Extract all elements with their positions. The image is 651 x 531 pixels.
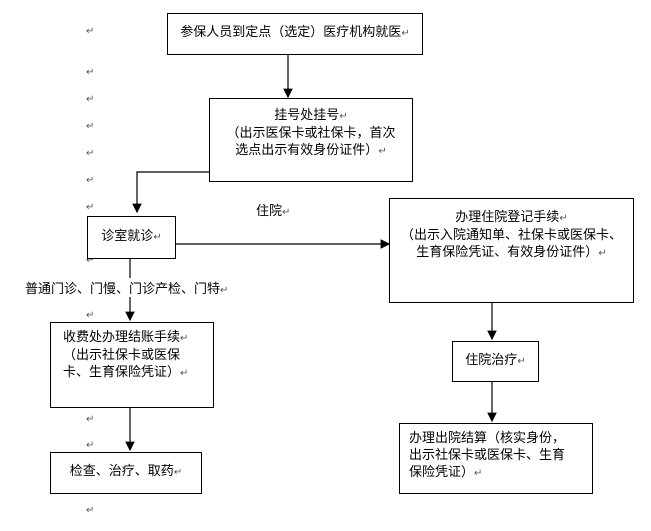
paragraph-mark: ↵ (86, 440, 95, 451)
step-outpatient-billing: 收费处办理结账手续↵ （出示社保卡或医保 卡、生育保险凭证）↵ (50, 322, 214, 408)
paragraph-mark: ↵ (86, 505, 95, 516)
paragraph-mark: ↵ (86, 255, 95, 266)
paragraph-mark: ↵ (86, 94, 95, 105)
paragraph-mark: ↵ (86, 414, 95, 425)
step-inpatient-text: 住院治疗 (465, 353, 518, 368)
step-admission: 办理住院登记手续↵ （出示入院通知单、社保卡或医保卡、 生育保险凭证、有效身份证… (389, 198, 634, 303)
paragraph-mark: ↵ (86, 148, 95, 159)
paragraph-mark: ↵ (86, 310, 95, 321)
arrow-register-to-clinic (132, 171, 210, 214)
paragraph-mark: ↵ (86, 121, 95, 132)
step-clinic: 诊室就诊↵ (87, 216, 176, 259)
step-billing-line-1: 收费处办理结账手续↵ (63, 330, 189, 345)
step-start-text: 参保人员到定点（选定）医疗机构就医 (180, 25, 402, 40)
step-register-line-2: （出示医保卡或社保卡，首次 (226, 126, 396, 141)
step-register-line-3: 选点出示有效身份证件）↵ (235, 143, 387, 158)
step-exam: 检查、治疗、取药↵ (50, 452, 202, 494)
step-admission-line-2: （出示入院通知单、社保卡或医保卡、 (400, 228, 622, 243)
paragraph-mark: ↵ (401, 28, 410, 39)
label-outpatient-types: 普通门诊、门慢、门诊产检、门特↵ (23, 278, 231, 297)
step-discharge-line-3: 保险凭证）↵ (409, 465, 483, 480)
step-discharge-line-1: 办理出院结算（核实身份， (409, 431, 566, 446)
step-discharge: 办理出院结算（核实身份， 出示社保卡或医保卡、生育 保险凭证）↵ (399, 423, 593, 494)
step-clinic-text: 诊室就诊 (101, 229, 154, 244)
paragraph-mark: ↵ (86, 67, 95, 78)
step-admission-line-1: 办理住院登记手续↵ (455, 210, 568, 225)
paragraph-mark: ↵ (517, 356, 526, 367)
step-billing-line-2: （出示社保卡或医保 (63, 348, 181, 363)
paragraph-mark: ↵ (86, 202, 95, 213)
paragraph-mark: ↵ (86, 175, 95, 186)
step-register-line-1: 挂号处挂号↵ (274, 108, 348, 123)
step-start: 参保人员到定点（选定）医疗机构就医↵ (167, 13, 423, 55)
step-exam-text: 检查、治疗、取药 (69, 464, 174, 479)
step-admission-line-3: 生育保险凭证、有效身份证件）↵ (416, 245, 607, 260)
paragraph-mark: ↵ (86, 26, 95, 37)
paragraph-mark: ↵ (173, 467, 183, 478)
step-billing-line-3: 卡、生育保险凭证）↵ (63, 365, 189, 380)
step-discharge-line-2: 出示社保卡或医保卡、生育 (409, 448, 566, 463)
paragraph-mark: ↵ (153, 232, 162, 243)
step-inpatient: 住院治疗↵ (452, 341, 539, 382)
step-register: 挂号处挂号↵ （出示医保卡或社保卡，首次 选点出示有效身份证件）↵ (209, 98, 413, 182)
label-hospitalization: 住院↵ (256, 204, 291, 219)
